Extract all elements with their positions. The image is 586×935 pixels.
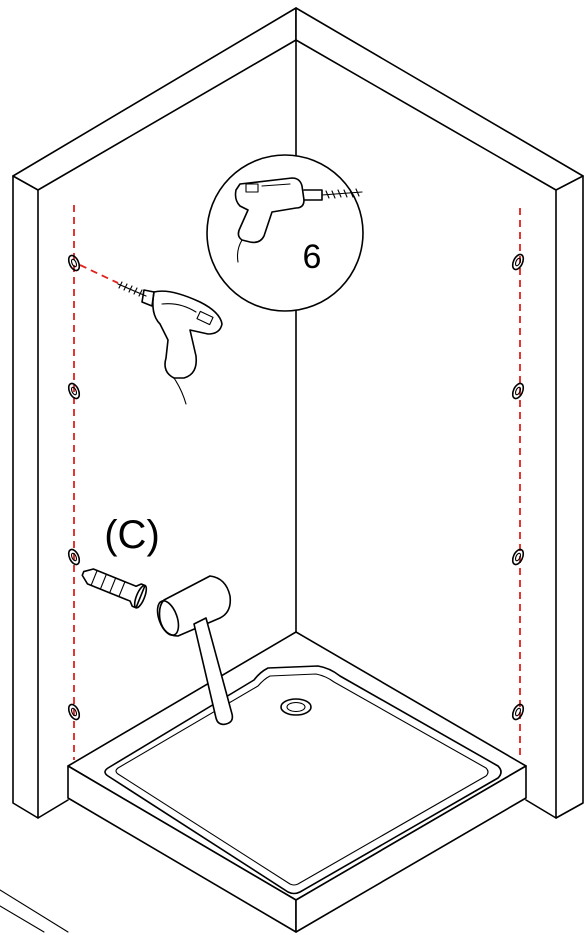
hole-left-4: [67, 703, 81, 721]
hole-left-3: [67, 548, 81, 566]
drill-icon: [234, 177, 363, 263]
hole-right-1: [511, 253, 525, 271]
step-number: 6: [303, 238, 322, 276]
drill-aim-line: [79, 264, 119, 284]
hole-right-2: [511, 382, 525, 400]
floor-edge: [0, 889, 69, 933]
rubber-mallet-icon: [156, 575, 234, 726]
drilling-tool: [117, 281, 223, 405]
hole-left-1: [67, 254, 81, 272]
wall-plug-icon: [81, 568, 148, 609]
shower-tray: [67, 631, 527, 933]
drill-guide-lines: [73, 205, 521, 760]
drain: [280, 698, 312, 716]
hole-right-3: [511, 548, 525, 566]
drill-holes: [67, 253, 525, 721]
hole-right-4: [511, 703, 525, 721]
corner-walls: [12, 7, 584, 819]
hole-left-2: [67, 382, 81, 400]
tool-badge: 6: [206, 154, 364, 312]
part-label: (C): [104, 513, 160, 557]
